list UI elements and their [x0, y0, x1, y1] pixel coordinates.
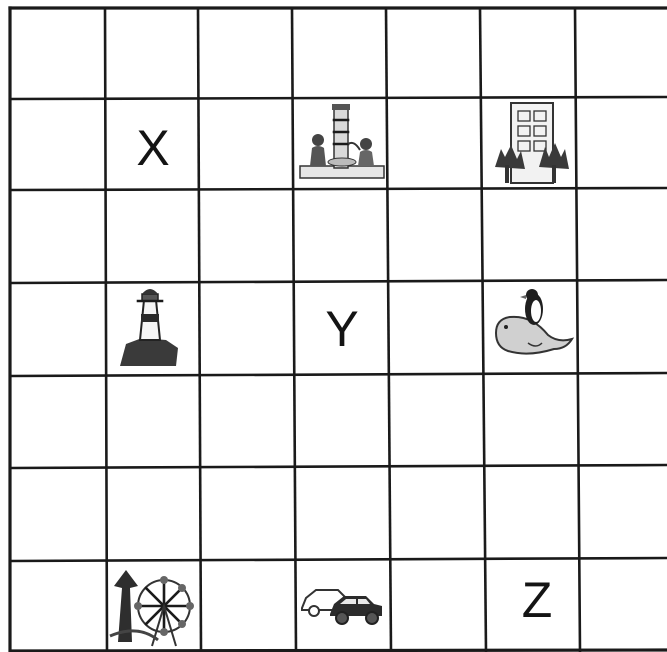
building-with-trees-icon — [495, 103, 569, 183]
grid-line-vertical — [386, 8, 391, 652]
grid-line-vertical — [480, 8, 486, 652]
playground-icon — [300, 104, 384, 178]
grid-line-horizontal — [11, 373, 667, 376]
grid-line-horizontal — [11, 558, 667, 561]
grid-line-vertical — [198, 8, 201, 652]
grid-line-vertical — [105, 8, 107, 652]
grid-line-horizontal — [10, 97, 667, 99]
ferris-wheel-icon — [110, 570, 194, 646]
grid-line-horizontal — [11, 280, 667, 283]
grid-line-vertical — [292, 8, 296, 652]
cell-label-x: X — [136, 120, 169, 176]
cell-label-z: Z — [522, 572, 553, 628]
grid-line-vertical — [575, 8, 580, 652]
lighthouse-icon — [120, 289, 178, 366]
grid-line-horizontal — [10, 188, 667, 190]
cell-label-y: Y — [325, 301, 358, 357]
grid-line-horizontal — [11, 650, 667, 651]
seal-and-penguin-icon — [496, 289, 572, 354]
grid-line-horizontal — [11, 465, 667, 468]
cars-icon — [302, 590, 382, 624]
